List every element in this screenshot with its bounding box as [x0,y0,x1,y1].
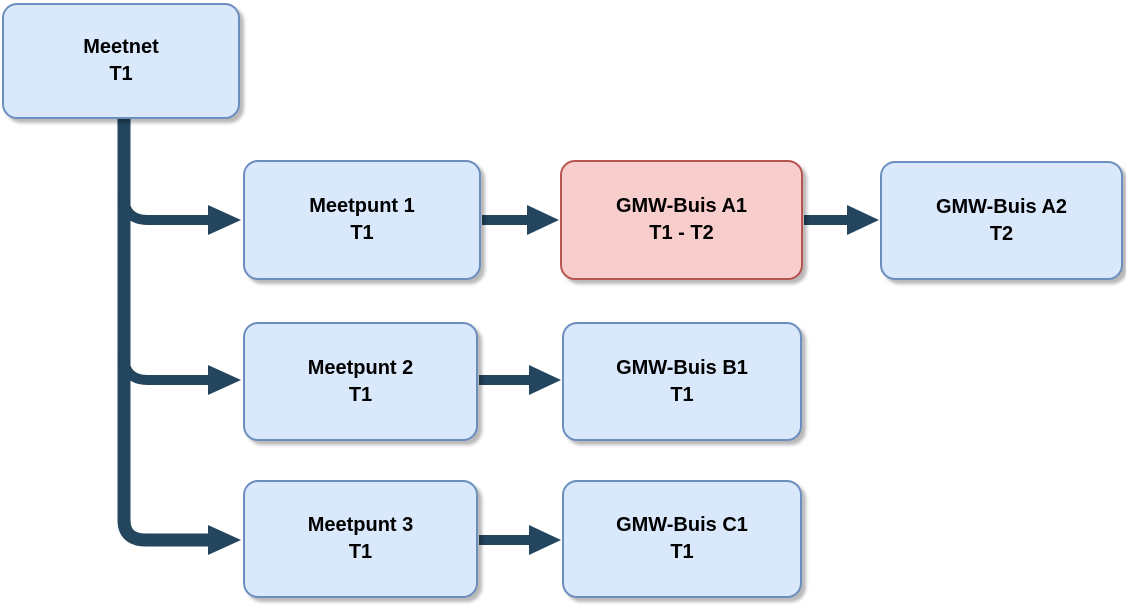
arrow-meetpunt2-to-gmw-b1 [479,365,561,395]
arrow-meetnet-to-meetpunt3 [117,118,241,555]
node-meetnet: Meetnet T1 [2,3,240,119]
arrow-gmw-a1-to-gmw-a2 [804,205,879,235]
node-meetpunt-1: Meetpunt 1 T1 [243,160,481,280]
node-gmw-buis-b1: GMW-Buis B1 T1 [562,322,802,441]
node-subtitle: T1 [350,222,374,244]
node-gmw-buis-a2: GMW-Buis A2 T2 [880,161,1123,280]
node-subtitle: T1 [348,383,373,406]
node-subtitle: T1 [348,541,373,563]
node-meetpunt-3: Meetpunt 3 T1 [243,480,478,598]
node-title: Meetpunt 3 [307,514,414,536]
node-title: Meetnet [83,36,159,58]
arrow-meetpunt1-to-gmw-a1 [482,205,559,235]
node-title: GMW-Buis A1 [615,195,748,217]
node-subtitle: T1 [670,383,694,406]
node-subtitle: T1 - T2 [649,222,714,244]
node-subtitle: T1 [670,541,694,563]
node-gmw-buis-c1: GMW-Buis C1 T1 [562,480,802,598]
node-meetpunt-2: Meetpunt 2 T1 [243,322,478,441]
node-title: Meetpunt 2 [307,356,414,379]
node-title: Meetpunt 1 [309,195,415,217]
arrow-meetnet-to-meetpunt2 [119,355,241,395]
node-gmw-buis-a1: GMW-Buis A1 T1 - T2 [560,160,803,280]
node-title: GMW-Buis C1 [616,514,748,536]
node-title: GMW-Buis A2 [935,195,1068,218]
arrow-meetpunt3-to-gmw-c1 [479,525,561,555]
node-title: GMW-Buis B1 [616,356,748,379]
node-subtitle: T2 [989,222,1014,245]
node-subtitle: T1 [109,63,133,85]
arrow-meetnet-to-meetpunt1 [119,195,241,235]
